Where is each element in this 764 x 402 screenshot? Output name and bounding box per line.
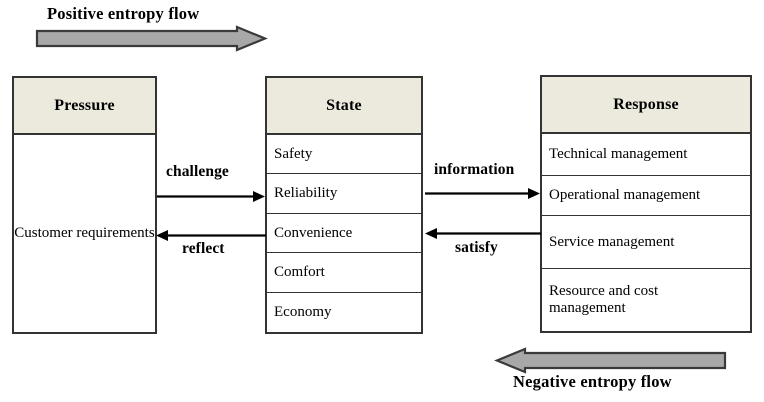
response-item-operational-management: Operational management [542, 175, 750, 217]
pillar-response-header: Response [542, 77, 750, 134]
connector-arrow-information [425, 188, 540, 199]
negative-entropy-flow-arrow [494, 347, 727, 374]
state-item-economy: Economy [267, 292, 421, 332]
response-item-technical-management: Technical management [542, 134, 750, 176]
pillar-pressure: Pressure Customer requirements [12, 76, 157, 334]
connector-label-satisfy: satisfy [455, 239, 498, 256]
pillar-state-header: State [267, 78, 421, 135]
response-item-resource-and-cost-management: Resource and cost management [542, 268, 750, 331]
positive-entropy-flow-label: Positive entropy flow [47, 4, 200, 23]
state-item-convenience: Convenience [267, 213, 421, 254]
negative-entropy-flow-label: Negative entropy flow [513, 372, 672, 391]
pillar-pressure-header: Pressure [14, 78, 155, 135]
connector-label-information: information [434, 161, 515, 178]
pillar-pressure-value: Customer requirements [14, 135, 155, 332]
connector-arrow-challenge [157, 191, 265, 202]
connector-arrow-reflect [156, 230, 266, 241]
connector-label-challenge: challenge [166, 163, 229, 180]
response-item-service-management: Service management [542, 216, 750, 269]
state-item-safety: Safety [267, 135, 421, 175]
state-item-reliability: Reliability [267, 174, 421, 214]
pillar-state: State Safety Reliability Convenience Com… [265, 76, 423, 334]
connector-arrow-satisfy [425, 228, 541, 239]
positive-entropy-flow-arrow [35, 25, 268, 52]
connector-label-reflect: reflect [182, 240, 225, 257]
pillar-response: Response Technical management Operationa… [540, 75, 752, 333]
state-item-comfort: Comfort [267, 253, 421, 293]
